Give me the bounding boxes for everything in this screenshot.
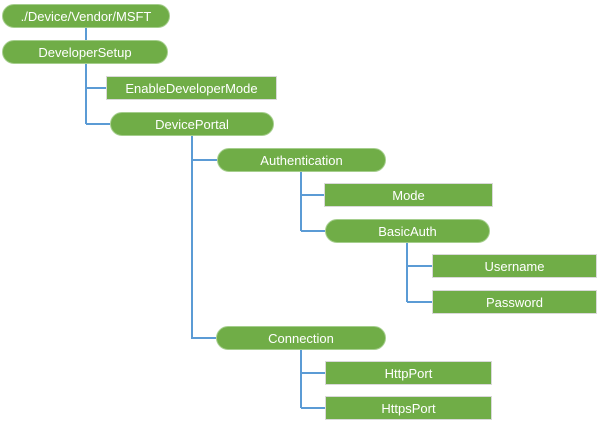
node-username: Username	[432, 254, 597, 278]
connector-to-password	[407, 301, 432, 303]
node-enabledevelopermode: EnableDeveloperMode	[106, 76, 277, 100]
node-connection: Connection	[216, 326, 386, 350]
connector-developersetup-trunk	[85, 64, 87, 124]
connector-basicauth-trunk	[406, 243, 408, 302]
node-mode: Mode	[324, 183, 493, 207]
connector-connection-trunk	[300, 350, 302, 408]
connector-to-httpsport	[301, 407, 325, 409]
connector-to-httpport	[301, 372, 325, 374]
node-httpsport: HttpsPort	[325, 396, 492, 420]
connector-deviceportal-trunk	[191, 136, 193, 339]
connector-msft-developersetup	[85, 28, 87, 40]
connector-to-authentication	[192, 159, 217, 161]
connector-to-deviceportal	[86, 123, 110, 125]
node-authentication: Authentication	[217, 148, 386, 172]
node-basicauth: BasicAuth	[325, 219, 490, 243]
node-developersetup: DeveloperSetup	[2, 40, 168, 64]
node-httpport: HttpPort	[325, 361, 492, 385]
node-device-vendor-msft: ./Device/Vendor/MSFT	[2, 4, 170, 28]
connector-to-basicauth	[301, 230, 325, 232]
connector-authentication-trunk	[300, 172, 302, 231]
node-deviceportal: DevicePortal	[110, 112, 274, 136]
connector-to-username	[407, 265, 432, 267]
node-password: Password	[432, 290, 597, 314]
connector-to-enabledevelopermode	[86, 87, 106, 89]
connector-to-mode	[301, 194, 324, 196]
connector-to-connection	[192, 337, 216, 339]
